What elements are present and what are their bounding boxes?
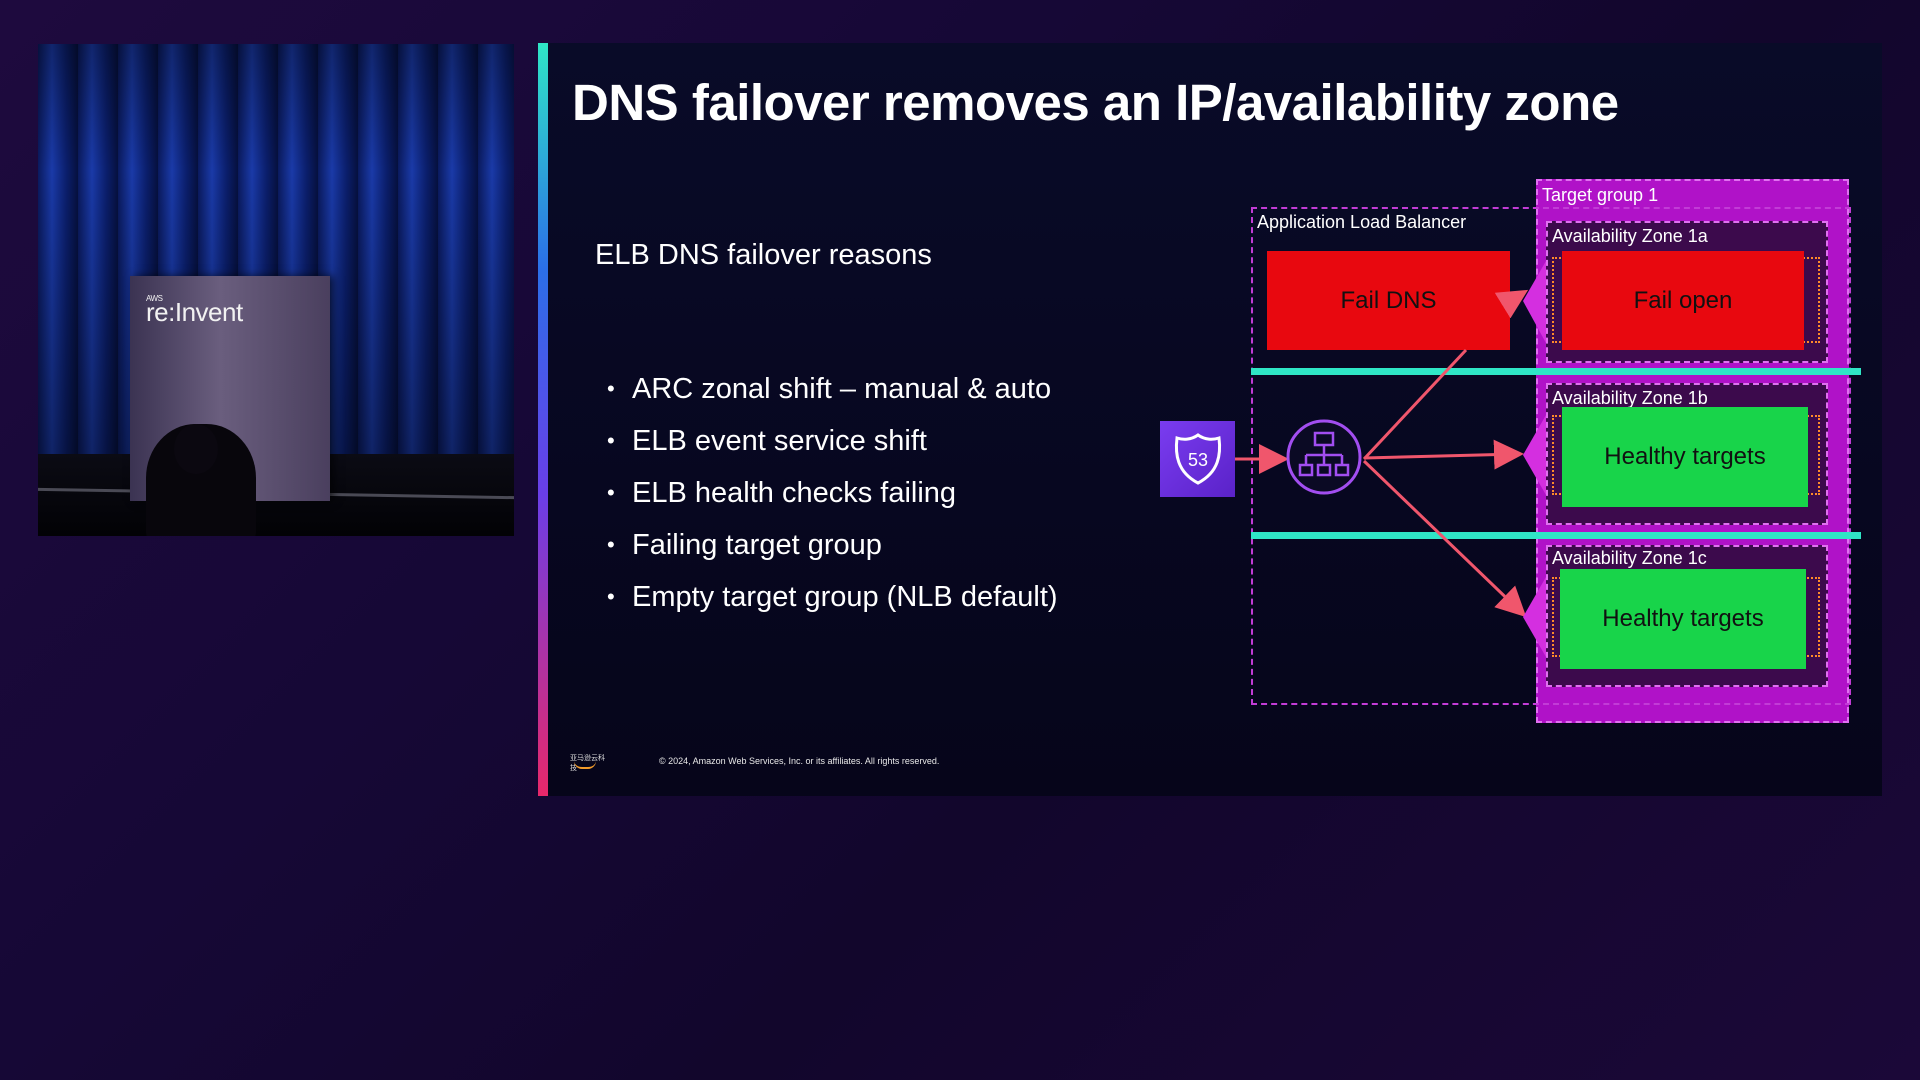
az-1b-fan — [1523, 415, 1546, 495]
speaker-video-feed: AWS re:Invent — [38, 44, 514, 536]
route53-shield-icon: 53 — [1174, 433, 1221, 485]
arrow-alb-to-fail-dns — [1362, 348, 1468, 461]
az-1a-fan — [1523, 261, 1546, 343]
speaker-head-silhouette — [174, 424, 218, 474]
alb-failover-diagram: Target group 1 Application Load Balancer… — [538, 43, 1882, 796]
list-item: Empty target group (NLB default) — [607, 571, 1058, 623]
route53-badge-text: 53 — [1187, 450, 1207, 470]
reasons-list: ARC zonal shift – manual & auto ELB even… — [607, 363, 1058, 623]
slide-title: DNS failover removes an IP/availability … — [572, 74, 1619, 131]
az-1c-label: Availability Zone 1c — [1552, 548, 1707, 568]
reasons-heading: ELB DNS failover reasons — [595, 239, 932, 271]
presentation-slide: DNS failover removes an IP/availability … — [538, 43, 1882, 796]
load-balancer-icon — [1286, 419, 1362, 495]
az-1b-label: Availability Zone 1b — [1552, 388, 1708, 408]
fail-dns-box: Fail DNS — [1267, 251, 1510, 350]
aws-logo: 亚马逊云科技 — [570, 755, 605, 772]
list-item: ELB event service shift — [607, 415, 1058, 467]
alb-label: Application Load Balancer — [1257, 212, 1467, 232]
reinvent-logo: AWS re:Invent — [146, 294, 243, 327]
list-item: Failing target group — [607, 519, 1058, 571]
az-1c-fan — [1523, 577, 1546, 657]
target-group-label: Target group 1 — [1542, 185, 1659, 205]
route53-icon: 53 — [1160, 421, 1235, 497]
az-divider — [1251, 532, 1861, 539]
arrow-alb-to-az-1c — [1362, 459, 1527, 618]
az-1a-label: Availability Zone 1a — [1552, 226, 1708, 246]
fail-open-box: Fail open — [1562, 251, 1804, 350]
list-item: ARC zonal shift – manual & auto — [607, 363, 1058, 415]
healthy-targets-box: Healthy targets — [1560, 569, 1806, 669]
arrow-alb-to-az-1b — [1363, 439, 1524, 470]
alb-boundary — [1251, 207, 1851, 705]
arrow-fail-dns-to-fail-open — [1494, 289, 1529, 319]
traffic-arrows — [1235, 261, 1546, 657]
healthy-targets-box: Healthy targets — [1562, 407, 1808, 507]
slide-accent-bar — [538, 43, 548, 796]
copyright-notice: © 2024, Amazon Web Services, Inc. or its… — [659, 756, 940, 766]
az-divider — [1251, 368, 1861, 375]
aws-smile-icon — [574, 761, 596, 769]
list-item: ELB health checks failing — [607, 467, 1058, 519]
stage-curtain — [38, 44, 514, 464]
